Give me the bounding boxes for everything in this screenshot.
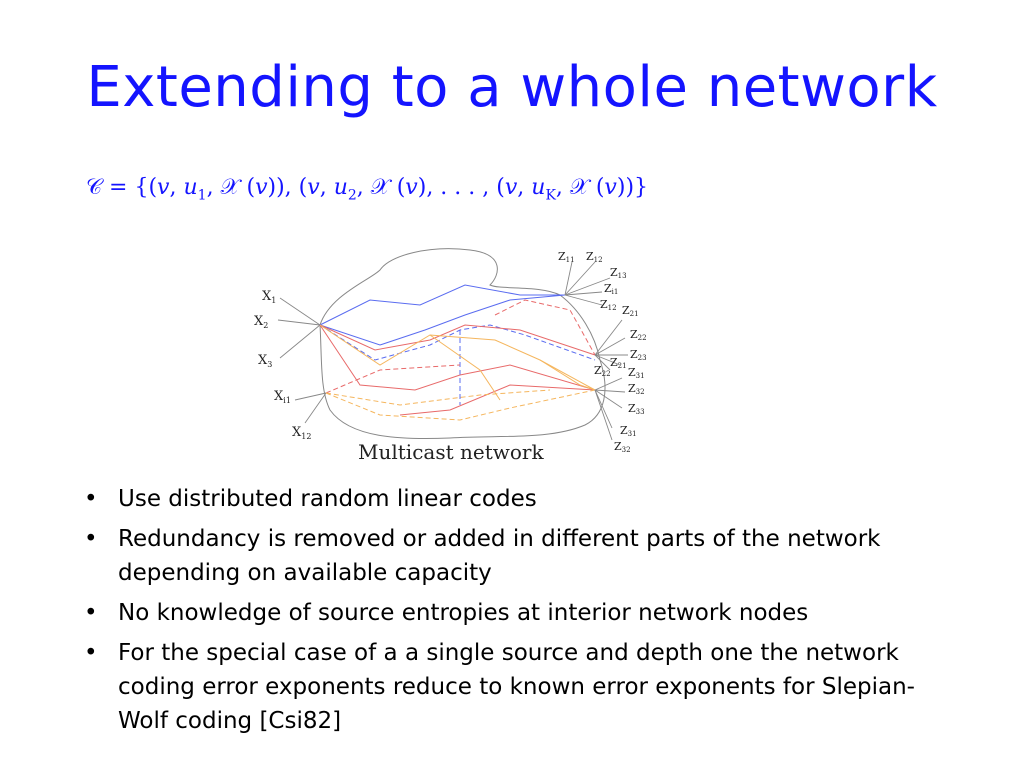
bullet-text: No knowledge of source entropies at inte… [118,600,809,626]
sink-label-z12: Z12 [586,250,603,264]
network-boundary [319,248,606,440]
bullet-text: For the special case of a a single sourc… [118,640,915,734]
diagram-svg: X1 X2 X3 Xi1 X12 Z11 Z12 Z13 Zi1 Z12 Z21… [254,248,647,464]
bullet-item: • For the special case of a a single sour… [78,636,938,738]
bullet-item: • Redundancy is removed or added in diffe… [78,522,938,590]
formula-script-c: 𝒞 [86,175,103,200]
sink-label-z31: Z31 [628,366,645,380]
bullet-item: • Use distributed random linear codes [78,482,938,516]
bullet-dot: • [84,526,98,552]
source-label-12: X12 [292,425,311,441]
sink-label-z11: Z11 [558,250,575,264]
bullet-dot: • [84,600,98,626]
source-arrows [277,297,327,424]
bullet-list: • Use distributed random linear codes • Re… [78,482,938,744]
blue-routes [319,284,596,405]
sink-label-z22: Z22 [630,328,647,342]
sink-label-z12b: Z12 [600,298,617,312]
bullet-text: Use distributed random linear codes [118,486,537,512]
diagram-caption: Multicast network [358,440,544,464]
sink-label-z21b: Z21 [610,356,627,370]
source-label-i1: Xi1 [274,389,291,405]
sink-label-z22b: Z22 [594,364,611,378]
orange-routes [319,324,596,421]
source-label-3: X3 [258,353,272,369]
source-label-2: X2 [254,314,268,330]
formula: 𝒞 = {(v, u1, 𝒳 (v)), (v, u2, 𝒳 (v), . . … [86,175,649,204]
sink-labels: Z11 Z12 Z13 Zi1 Z12 Z21 Z22 Z23 Z21 Z22 … [558,250,647,454]
sink-label-z32b: Z32 [614,440,631,454]
red-routes [319,299,596,416]
source-label-1: X1 [262,289,276,305]
sink-label-z23: Z23 [630,348,647,362]
sink-label-z13: Z13 [610,266,627,280]
bullet-dot: • [84,486,98,512]
multicast-network-diagram: X1 X2 X3 Xi1 X12 Z11 Z12 Z13 Zi1 Z12 Z21… [250,240,670,470]
sink-label-z32: Z32 [628,382,645,396]
sink-arrows-top [564,261,611,306]
sink-label-z33: Z33 [628,402,645,416]
sink-label-z21: Z21 [622,304,639,318]
sink-arrows-middle [594,319,628,371]
sink-label-z31b: Z31 [620,424,637,438]
slide-title: Extending to a whole network [86,55,938,120]
sink-arrows-bottom [594,377,626,441]
bullet-item: • No knowledge of source entropies at int… [78,596,938,630]
sink-label-zi1: Zi1 [604,282,618,296]
source-labels: X1 X2 X3 Xi1 X12 [254,289,311,441]
bullet-dot: • [84,640,98,666]
bullet-text: Redundancy is removed or added in differ… [118,526,881,586]
